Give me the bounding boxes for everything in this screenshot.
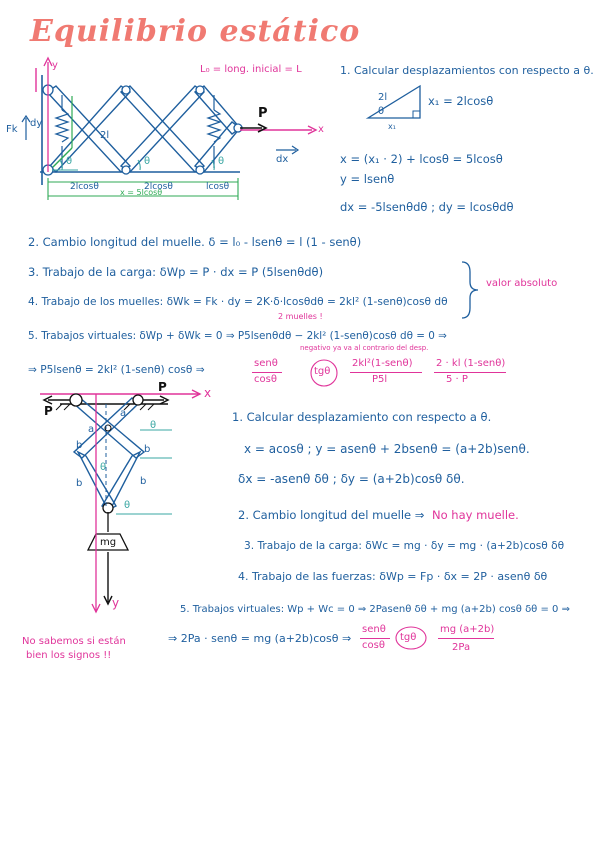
sign-note-line1: No sabemos si están [22, 636, 126, 647]
frac-mid-bar [350, 372, 422, 373]
x1-equation: x₁ = 2lcosθ [428, 94, 494, 108]
step3-load-work: 3. Trabajo de la carga: δWp = P · dx = P… [28, 265, 324, 279]
frac-right-bar [434, 372, 506, 373]
sign-note-line2: bien los signos !! [26, 650, 112, 661]
frac-left-bar [252, 372, 282, 373]
p2-step5-result: ⇒ 2Pa · senθ = mg (a+2b)cosθ ⇒ [168, 632, 352, 645]
tg-1: tgθ [314, 366, 331, 377]
x-axis-label-2: x [204, 386, 212, 400]
page-title: Equilibrio estático [30, 14, 361, 49]
p2-tg: tgθ [400, 632, 417, 643]
step4-spring-work: 4. Trabajo de los muelles: δWk = Fk · dy… [28, 296, 448, 308]
frac-right-num: 2 · kl (1-senθ) [436, 358, 506, 369]
p2-frac2-den: 2Pa [452, 642, 471, 653]
dimension-2: 2lcosθ [144, 182, 173, 192]
frac-right-den: 5 · P [446, 374, 468, 385]
p2-step5: 5. Trabajos virtuales: Wp + Wc = 0 ⇒ 2Pa… [180, 604, 570, 615]
label-b-2: b [144, 444, 151, 455]
theta-2-2: θ [100, 462, 107, 473]
label-b-1: b [76, 440, 83, 451]
theta-2-1: θ [150, 420, 157, 431]
p2-frac1-num: senθ [362, 624, 386, 635]
y-axis-label: y [52, 60, 58, 71]
label-a-1: a [120, 408, 127, 419]
y-axis-label-2: y [112, 596, 120, 610]
dimension-3: lcosθ [206, 182, 230, 192]
step5-result: ⇒ P5lsenθ = 2kl² (1-senθ) cosθ ⇒ [28, 364, 205, 376]
theta-label-3: θ [218, 156, 225, 167]
theta-label-1: θ [66, 156, 73, 167]
frac-mid-den: P5l [372, 374, 388, 385]
frac-left-den: cosθ [254, 374, 277, 385]
p2-xy: x = acosθ ; y = asenθ + 2bsenθ = (a+2b)s… [244, 442, 530, 456]
differentials: dx = -5lsenθdθ ; dy = lcosθdθ [340, 200, 514, 214]
p2-step1: 1. Calcular desplazamiento con respecto … [232, 410, 492, 424]
dy-label: dy [30, 118, 43, 129]
link-length-label: 2l [100, 130, 110, 141]
p2-frac2-bar [438, 638, 494, 639]
label-b-4: b [140, 476, 147, 487]
dimension-1: 2lcosθ [70, 182, 99, 192]
p2-frac2-num: mg (a+2b) [440, 624, 495, 635]
no-spring-note: No hay muelle. [432, 508, 519, 522]
label-b-3: b [76, 478, 83, 489]
negative-sign-note: negativo ya va al contrario del desp. [300, 344, 429, 352]
triangle-hyp: 2l [378, 92, 388, 103]
p2-step2: 2. Cambio longitud del muelle ⇒ [238, 508, 425, 522]
triangle-angle: θ [378, 106, 385, 117]
theta-label-2: θ [144, 156, 151, 167]
p2-frac1-den: cosθ [362, 640, 385, 651]
theta-2-3: θ [124, 500, 131, 511]
step2-spring-change: 2. Cambio longitud del muelle. δ = l₀ - … [28, 235, 362, 249]
load-p-label: P [258, 106, 268, 121]
spring-force-label: Fk [6, 124, 18, 135]
p2-deltas: δx = -asenθ δθ ; δy = (a+2b)cosθ δθ. [238, 472, 465, 486]
p-right-label: P [158, 380, 167, 394]
y-definition: y = lsenθ [340, 172, 395, 186]
weight-label: mg [100, 537, 117, 548]
initial-length-note: L₀ = long. inicial = L [200, 64, 302, 75]
x-axis-label: x [318, 124, 324, 135]
label-a-2: a [88, 424, 95, 435]
step5-virtual-work: 5. Trabajos virtuales: δWp + δWk = 0 ⇒ P… [28, 330, 447, 342]
dimension-total: x = 5lcosθ [120, 188, 163, 197]
triangle-base: x₁ [388, 122, 396, 131]
two-springs-note: 2 muelles ! [278, 312, 323, 321]
p2-step3: 3. Trabajo de la carga: δWc = mg · δy = … [244, 540, 565, 552]
p2-step4: 4. Trabajo de las fuerzas: δWp = Fp · δx… [238, 570, 548, 583]
frac-mid-num: 2kl²(1-senθ) [352, 358, 413, 369]
p2-frac1-bar [360, 638, 390, 639]
frac-left-num: senθ [254, 358, 278, 369]
x-definition: x = (x₁ · 2) + lcosθ = 5lcosθ [340, 152, 503, 166]
absolute-value-note: valor absoluto [486, 278, 558, 289]
step1-heading: 1. Calcular desplazamientos con respecto… [340, 64, 594, 77]
p-left-label: P [44, 404, 53, 418]
dx-label: dx [276, 154, 289, 165]
